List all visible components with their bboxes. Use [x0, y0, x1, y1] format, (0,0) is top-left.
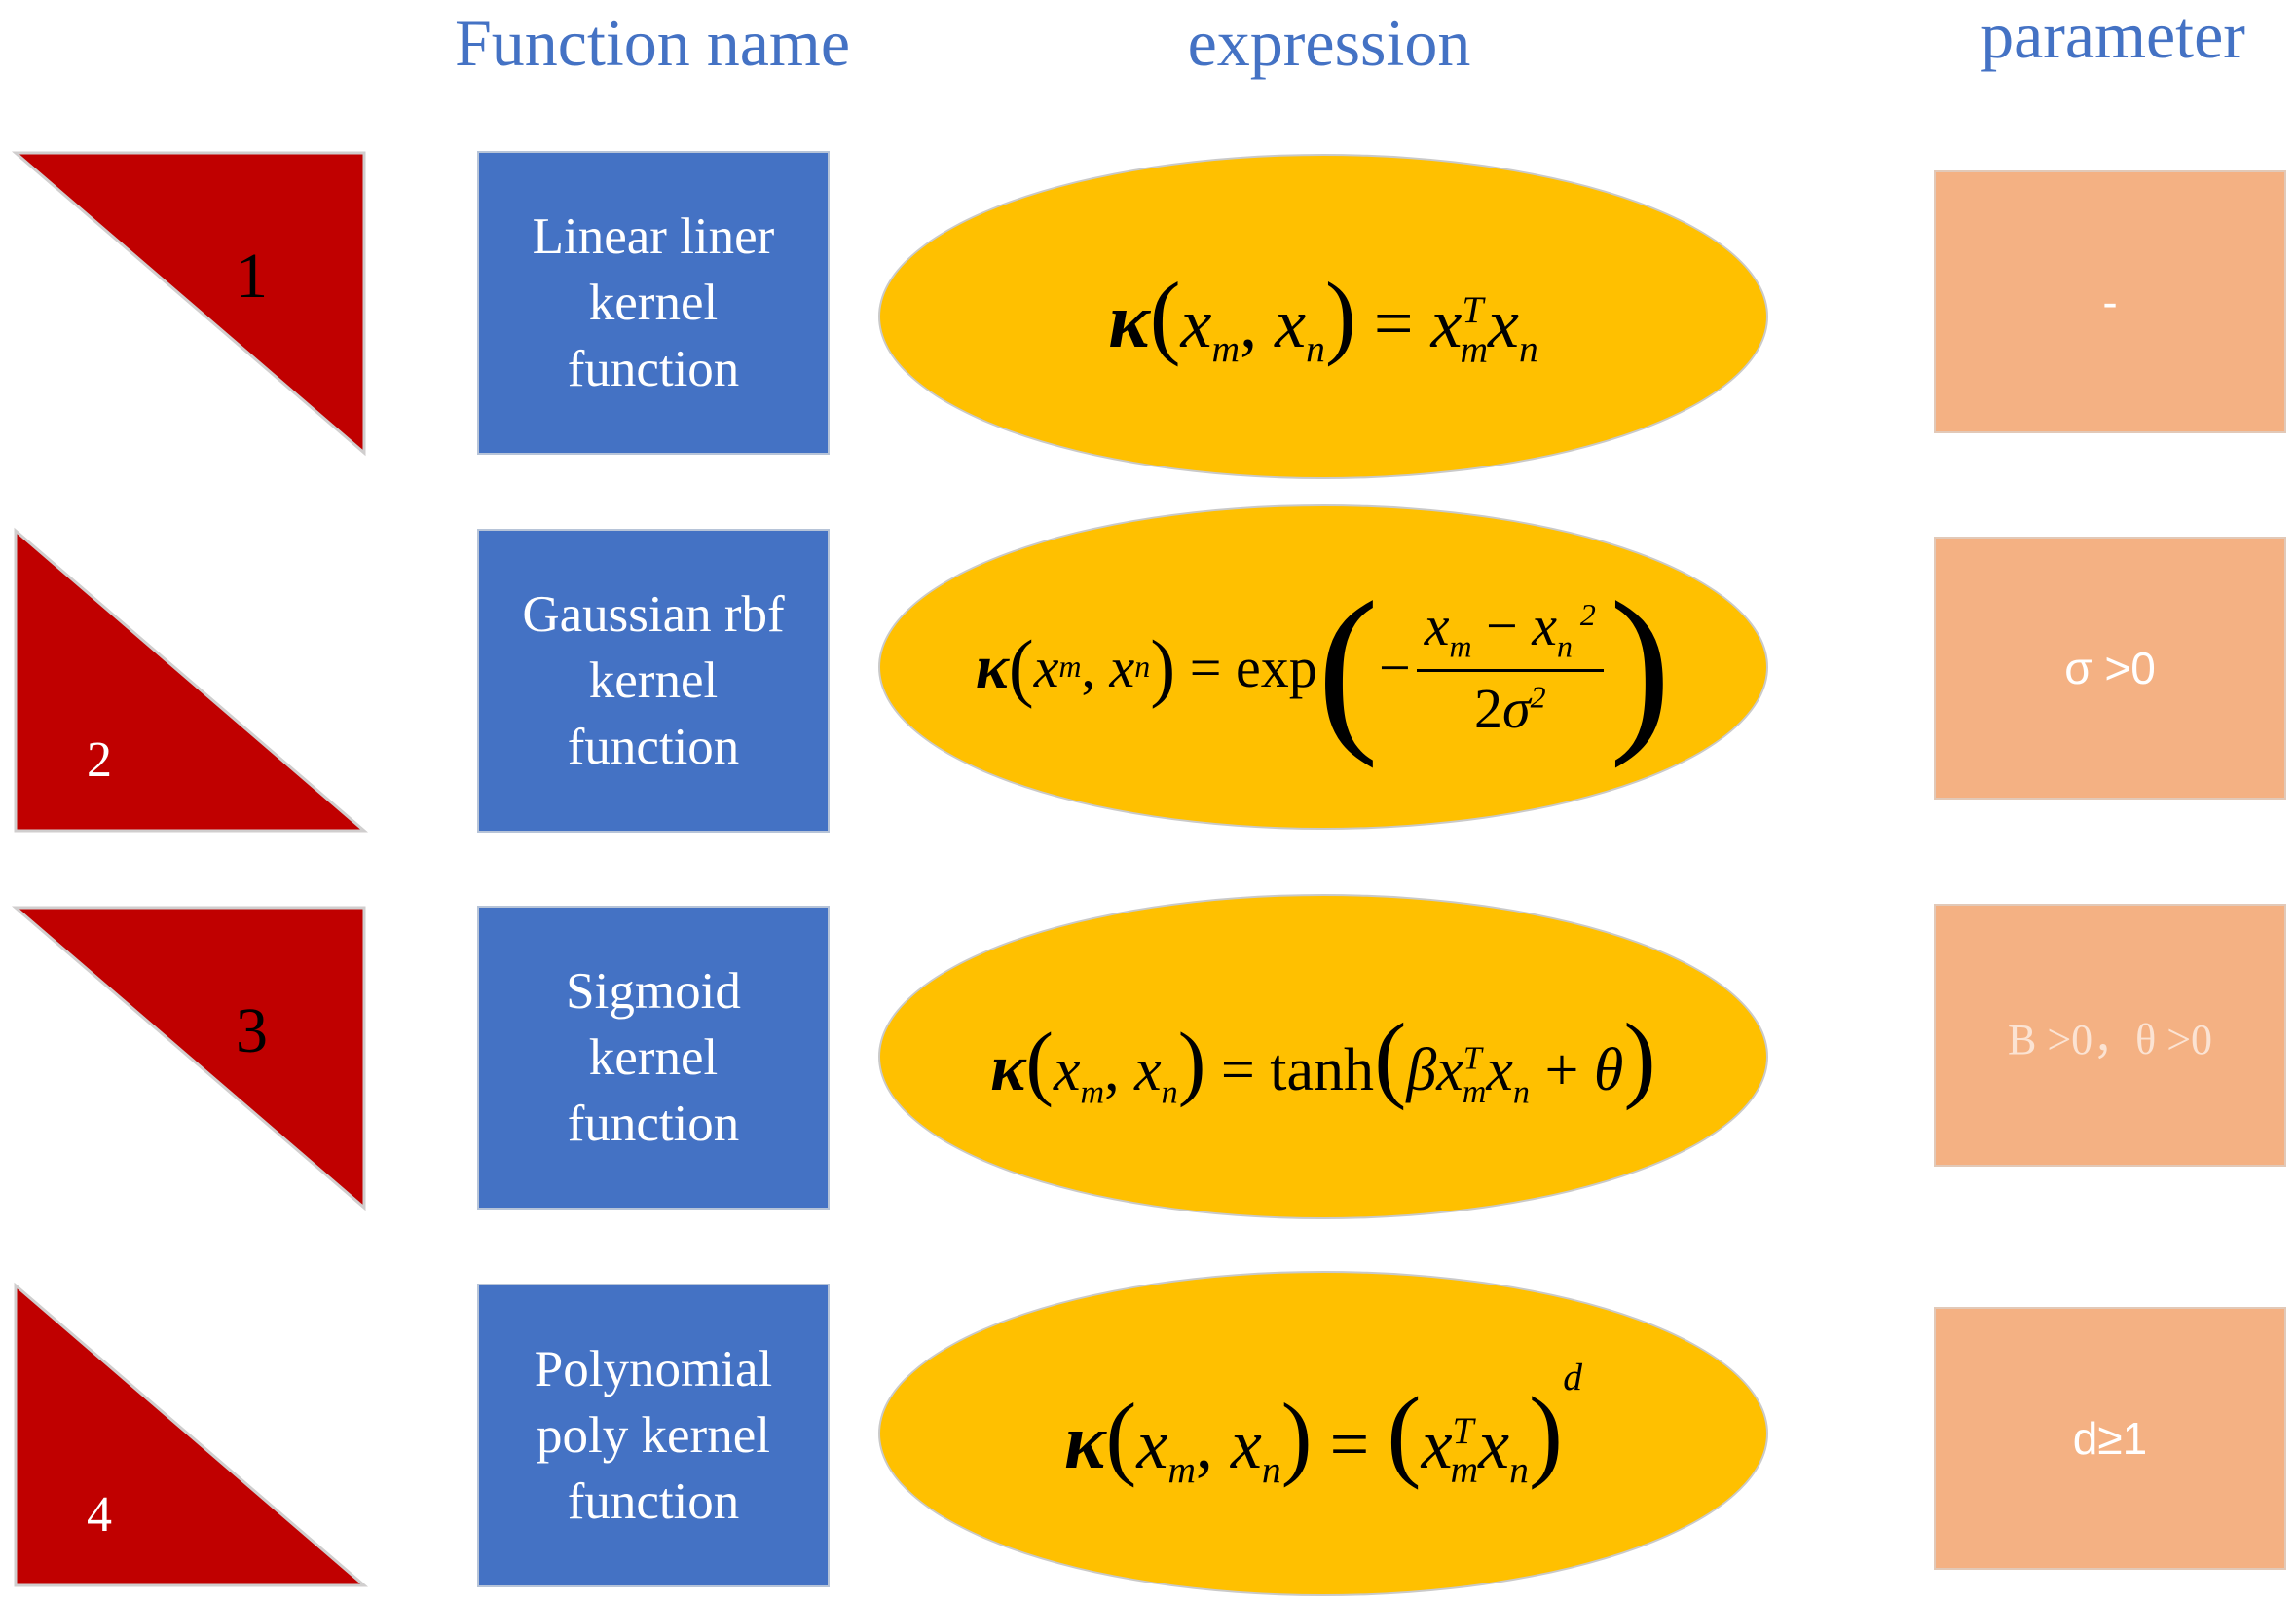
- parameter-box: Β >0，θ >0: [1934, 904, 2286, 1167]
- parameter-value: σ >0: [2064, 643, 2156, 693]
- expression-ellipse: κ(xm, xn) = tanh(βxTmxn + θ): [878, 894, 1768, 1219]
- parameter-value: -: [2102, 277, 2118, 327]
- row-number: 1: [236, 241, 268, 312]
- row-number-triangle: 3: [11, 906, 366, 1211]
- expression-formula: κ(xm, xn) = (xTmxn)d: [1063, 1356, 1583, 1492]
- row-number: 3: [236, 995, 268, 1066]
- expression-formula: κ(xm, xn) = tanh(βxTmxn + θ): [990, 1002, 1656, 1111]
- row-number-triangle: 1: [11, 151, 366, 457]
- header-parameter: parameter: [1981, 0, 2245, 72]
- expression-ellipse: κ(xm, xn) = xTmxn: [878, 154, 1768, 479]
- parameter-value: d≥1: [2072, 1413, 2148, 1464]
- triangle-shape: [14, 527, 369, 833]
- header-function-name: Function name: [454, 6, 851, 80]
- expression-ellipse: κ(xm, xn) = (xTmxn)d: [878, 1271, 1768, 1596]
- row-number-triangle: 2: [14, 527, 369, 833]
- triangle-shape: [11, 151, 366, 457]
- parameter-box: -: [1934, 170, 2286, 433]
- header-expression: expression: [1187, 6, 1471, 80]
- parameter-box: d≥1: [1934, 1307, 2286, 1570]
- parameter-value: Β >0，θ >0: [2007, 1016, 2213, 1063]
- row-number-triangle: 4: [14, 1282, 369, 1587]
- row-number: 2: [87, 732, 112, 788]
- parameter-box: σ >0: [1934, 537, 2286, 800]
- triangle-shape: [14, 1282, 369, 1587]
- row-number: 4: [87, 1487, 112, 1543]
- triangle-shape: [11, 906, 366, 1211]
- expression-formula: κ(xm, xn) = xTmxn: [1108, 263, 1538, 371]
